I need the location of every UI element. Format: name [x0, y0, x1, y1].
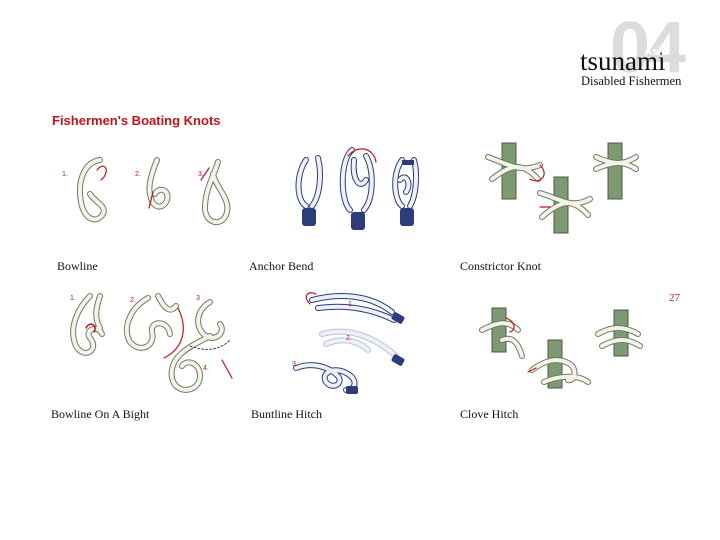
- anchor-bend-diagram: [295, 147, 420, 230]
- page-number: 27: [669, 292, 680, 304]
- buntline-step-3: 3.: [292, 361, 298, 368]
- bowline-bight-step-1: 1.: [70, 295, 76, 302]
- bowline-step-1: 1.: [62, 171, 68, 178]
- bowline-step-3: 3.: [198, 171, 204, 178]
- knot-label-constrictor-knot: Constrictor Knot: [460, 259, 541, 273]
- page-title: Fishermen's Boating Knots: [52, 113, 221, 128]
- buntline-hitch-diagram: 1. 2. 3.: [292, 292, 405, 394]
- buntline-step-2: 2.: [346, 335, 352, 342]
- buntline-step-1: 1.: [348, 301, 354, 308]
- clove-hitch-diagram: [479, 307, 643, 389]
- bowline-step-2: 2.: [135, 171, 141, 178]
- brand-name-suffix: Asia: [644, 46, 668, 58]
- knot-label-anchor-bend: Anchor Bend: [249, 259, 314, 273]
- knot-label-bowline: Bowline: [57, 259, 98, 273]
- bowline-on-a-bight-diagram: 1. 2. 3 4.: [70, 293, 233, 393]
- bowline-diagram: 1. 2. 3.: [62, 157, 231, 225]
- constrictor-knot-diagram: [485, 142, 639, 234]
- bowline-bight-step-4: 4.: [203, 365, 209, 372]
- constrictor-knot-illustration: [480, 135, 650, 235]
- buntline-hitch-illustration: 1. 2. 3.: [282, 286, 432, 401]
- anchor-bend-illustration: [278, 140, 438, 240]
- brand-name: tsunami: [580, 46, 666, 76]
- bowline-bight-step-2: 2.: [130, 297, 136, 304]
- knot-label-buntline-hitch: Buntline Hitch: [251, 407, 322, 421]
- brand-subtitle: Disabled Fishermen: [581, 74, 682, 88]
- bowline-illustration: 1. 2. 3.: [55, 150, 245, 250]
- bowline-on-a-bight-illustration: 1. 2. 3 4.: [60, 288, 240, 400]
- knot-label-clove-hitch: Clove Hitch: [460, 407, 519, 421]
- section-number: 04: [610, 8, 686, 88]
- knot-label-bowline-on-a-bight: Bowline On A Bight: [51, 407, 150, 421]
- bowline-bight-step-3: 3: [196, 295, 200, 302]
- brand-logo: 04 tsunami Asia Disabled Fishermen: [580, 12, 710, 88]
- clove-hitch-illustration: [478, 300, 658, 390]
